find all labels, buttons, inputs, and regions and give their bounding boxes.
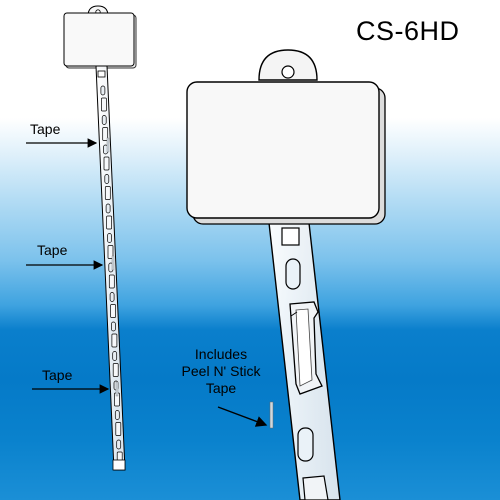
tape-label: Tape [37, 242, 68, 258]
large-strip [267, 213, 341, 500]
strip-slot [111, 321, 116, 332]
strip-slot [109, 292, 115, 302]
strip-clip [112, 363, 119, 377]
sign-card [186, 49, 386, 225]
includes-callout: Includes Peel N' Stick Tape [156, 346, 286, 397]
strip-slot [104, 174, 110, 184]
strip-clip [107, 245, 114, 259]
strip-clip [110, 304, 116, 318]
small-strip [63, 5, 137, 471]
strip-clip [108, 274, 115, 289]
strip-clip [101, 97, 107, 112]
strip-slot [105, 203, 111, 214]
strip-clip [111, 333, 118, 348]
strip-slot [100, 85, 106, 96]
includes-line: Includes [194, 346, 248, 362]
strip-clip [102, 127, 109, 141]
tape-label: Tape [42, 367, 73, 383]
arrow-icon [217, 406, 268, 427]
strip-slot [116, 439, 122, 450]
strip-slot [112, 351, 118, 361]
strip-clip [106, 215, 112, 230]
strip-clip [115, 422, 122, 436]
strip-clip [104, 186, 111, 200]
includes-line: Peel N' Stick [181, 363, 261, 379]
strip-clip [103, 156, 110, 171]
strip-slot [107, 233, 112, 243]
tape-label: Tape [30, 121, 61, 137]
strip-slot [114, 410, 120, 420]
includes-line: Tape [205, 380, 237, 396]
product-code: CS-6HD [356, 16, 460, 46]
strip-slot [101, 115, 107, 125]
